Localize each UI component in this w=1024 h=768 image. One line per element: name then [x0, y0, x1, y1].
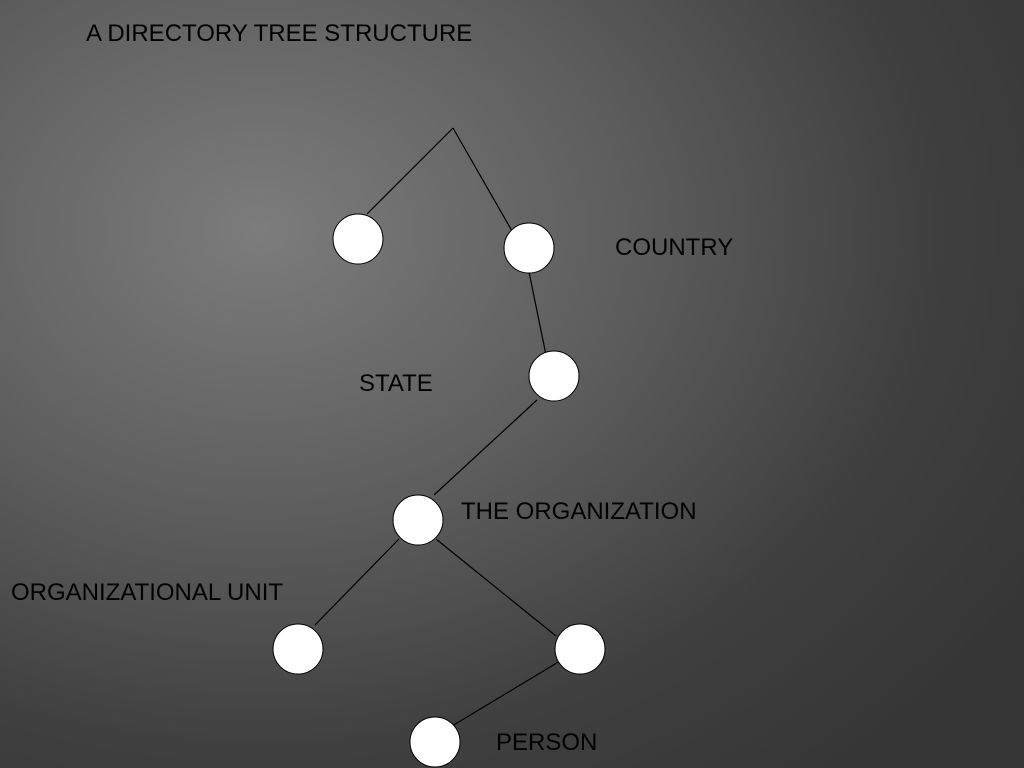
label-organization: THE ORGANIZATION — [461, 498, 697, 525]
node-country[interactable] — [503, 222, 555, 274]
edge-organization-to-right-unit — [435, 538, 557, 637]
node-state[interactable] — [528, 350, 580, 402]
node-organizational-unit-right[interactable] — [554, 623, 606, 675]
edge-country-to-state — [528, 271, 547, 356]
node-person[interactable] — [409, 716, 461, 768]
edge-organization-to-left-unit — [314, 538, 400, 626]
node-organizational-unit-left[interactable] — [272, 623, 324, 675]
label-person: PERSON — [496, 729, 598, 756]
label-state: STATE — [359, 370, 433, 397]
label-country: COUNTRY — [615, 234, 734, 261]
edge-root-to-left-country — [366, 127, 454, 215]
edge-unit-to-person — [451, 660, 561, 727]
node-left-country[interactable] — [332, 213, 384, 265]
tree-edges — [314, 127, 561, 727]
edge-state-to-organization — [433, 399, 538, 496]
tree-nodes — [272, 213, 606, 768]
node-organization[interactable] — [392, 494, 444, 546]
label-organizational-unit: ORGANIZATIONAL UNIT — [11, 579, 284, 606]
diagram-title: A DIRECTORY TREE STRUCTURE — [86, 20, 473, 47]
edge-root-to-country — [452, 127, 513, 232]
